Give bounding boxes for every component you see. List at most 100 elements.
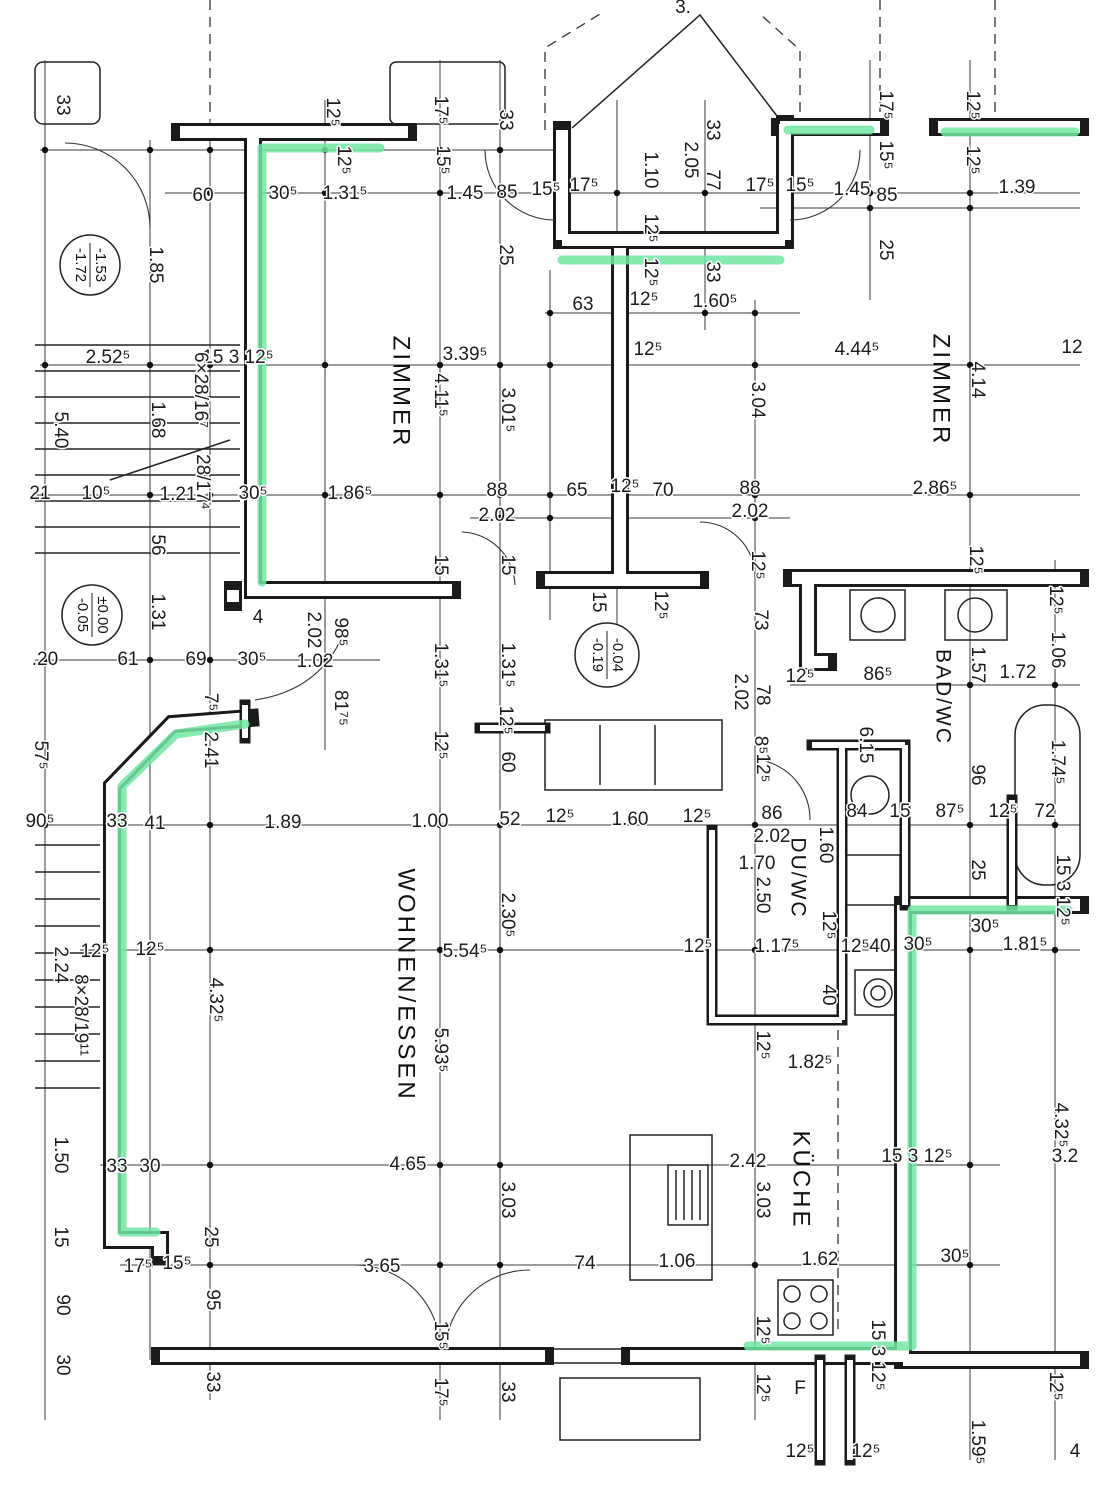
boiler-core (870, 985, 886, 1001)
dimension-label: 25 (200, 1226, 221, 1247)
dimension-label: 8⁵ (750, 736, 771, 754)
dimension-label: 12⁵ (752, 1373, 773, 1402)
dimension-label: 4.32⁵ (1050, 1103, 1071, 1148)
dimension-label: 15 3 12⁵ (867, 1319, 888, 1390)
dimension-label: 33 (497, 1381, 518, 1402)
dimension-label: 1.10 (640, 152, 661, 189)
dimension-dot (701, 309, 709, 317)
room-label-bad-wc: BAD/WC (931, 649, 954, 745)
dimension-dot (1051, 946, 1059, 954)
dimension-label: 17⁵ (123, 1256, 152, 1277)
dimension-label: 3.03 (497, 1182, 518, 1219)
dimension-label: 6×28/16⁷ (190, 352, 211, 428)
dimension-label: 1.70 (739, 853, 776, 874)
dimension-label: 1.62 (802, 1249, 839, 1270)
dimension-label: 2.05 (680, 142, 701, 179)
dimension-dot (206, 1261, 214, 1269)
dimension-dot (321, 189, 329, 197)
dimension-dot (41, 491, 49, 499)
dimension-label: 1.45 (834, 179, 871, 200)
dimension-label: 33 (202, 1371, 223, 1392)
dimension-dot (751, 491, 759, 499)
dimension-label: 30⁵ (940, 1246, 969, 1267)
dimension-dot (206, 821, 214, 829)
dimension-label: 1.00 (412, 811, 449, 832)
dimension-label: 72 (1034, 801, 1055, 822)
dimension-label: 33 (106, 811, 127, 832)
dimension-label: 5.54⁵ (443, 941, 488, 962)
dimension-label: 3.01⁵ (497, 388, 518, 433)
dimension-dot (206, 946, 214, 954)
dimension-label: 12⁵ (633, 339, 662, 360)
dimension-dot (146, 946, 154, 954)
dimension-dot (436, 1261, 444, 1269)
dimension-label: 2.50 (752, 877, 773, 914)
dimension-label: 33 (702, 261, 723, 282)
dimension-label: 2.52⁵ (86, 347, 131, 368)
dimension-dot (496, 361, 504, 369)
dimension-dot (751, 1161, 759, 1169)
staircase (35, 344, 240, 1089)
washbasin-bowl (860, 597, 896, 633)
dimension-dot (546, 491, 554, 499)
dimension-label: 17⁵ (430, 95, 451, 124)
dimension-label: 96 (967, 764, 988, 785)
dimension-label: 73 (750, 609, 771, 630)
dimension-label: 1.89 (265, 812, 302, 833)
room-labels: ZIMMER ZIMMER WOHNEN/ESSEN BAD/WC DU/WC … (388, 334, 955, 1230)
dimension-dot (496, 946, 504, 954)
dimension-dot (701, 189, 709, 197)
dimension-label: 2.02 (479, 505, 516, 526)
washbasin (849, 589, 906, 641)
dimension-label: 12⁵ (683, 936, 712, 957)
dimension-label: 1.31⁵ (430, 643, 451, 688)
built-in-closet (544, 719, 723, 791)
dimension-label: 33 (702, 119, 723, 140)
dimension-label: 1.60 (815, 827, 836, 864)
level-marker-lower: -1.72 (72, 248, 89, 282)
dimension-label: 15 (588, 591, 609, 612)
dimension-label: 3.04 (747, 382, 768, 419)
dimension-dot (751, 514, 759, 522)
dimension-dot (321, 361, 329, 369)
dimension-label: 12⁵ (1045, 1371, 1066, 1400)
highlight-top-right-wall (783, 125, 1080, 137)
level-marker-lower: -0.19 (589, 638, 606, 672)
dimension-label: 1.17⁵ (755, 936, 800, 957)
level-marker-upper: -1.53 (92, 248, 109, 282)
door-swing (699, 521, 756, 578)
dimension-label: 30 (52, 1354, 73, 1375)
dimension-dot (436, 1161, 444, 1169)
dimension-dot (206, 189, 214, 197)
dimension-label: 30⁵ (237, 649, 266, 670)
dimension-label: 2.86⁵ (913, 478, 958, 499)
dimension-label: 61 (117, 649, 138, 670)
dimension-label: 90⁵ (25, 811, 54, 832)
dimension-label: 98⁵ (330, 617, 351, 646)
dimension-label: 30⁵ (268, 183, 297, 204)
dimension-dot (41, 821, 49, 829)
dimension-label: .20 (32, 649, 58, 670)
dimension-label: 12⁵ (80, 941, 109, 962)
dimension-label: 4.65 (390, 1154, 427, 1175)
dimension-label: 33 (495, 109, 516, 130)
level-marker-upper: ±0.00 (94, 596, 111, 633)
dimension-dot (751, 1261, 759, 1269)
dimension-dot (966, 821, 974, 829)
dimension-label: 85 (876, 185, 897, 206)
dimension-label: 10⁵ (81, 483, 110, 504)
dimension-label: 15⁵ (785, 175, 814, 196)
dimension-label: 4.44⁵ (835, 339, 880, 360)
dimension-label: 12⁵ (752, 1315, 773, 1344)
dimension-label: 15 (497, 554, 518, 575)
dimension-label: 70 (652, 480, 673, 501)
dimension-label: 12⁵ (785, 666, 814, 687)
dimension-label: 3.65 (364, 1256, 401, 1277)
dimension-label: 1.45 (447, 183, 484, 204)
door-swings (64, 142, 861, 1351)
dimension-label: 52 (499, 809, 520, 830)
dimension-label: 30⁵ (970, 916, 999, 937)
dimension-dot (966, 491, 974, 499)
dimension-label: 15⁵ (875, 140, 896, 169)
